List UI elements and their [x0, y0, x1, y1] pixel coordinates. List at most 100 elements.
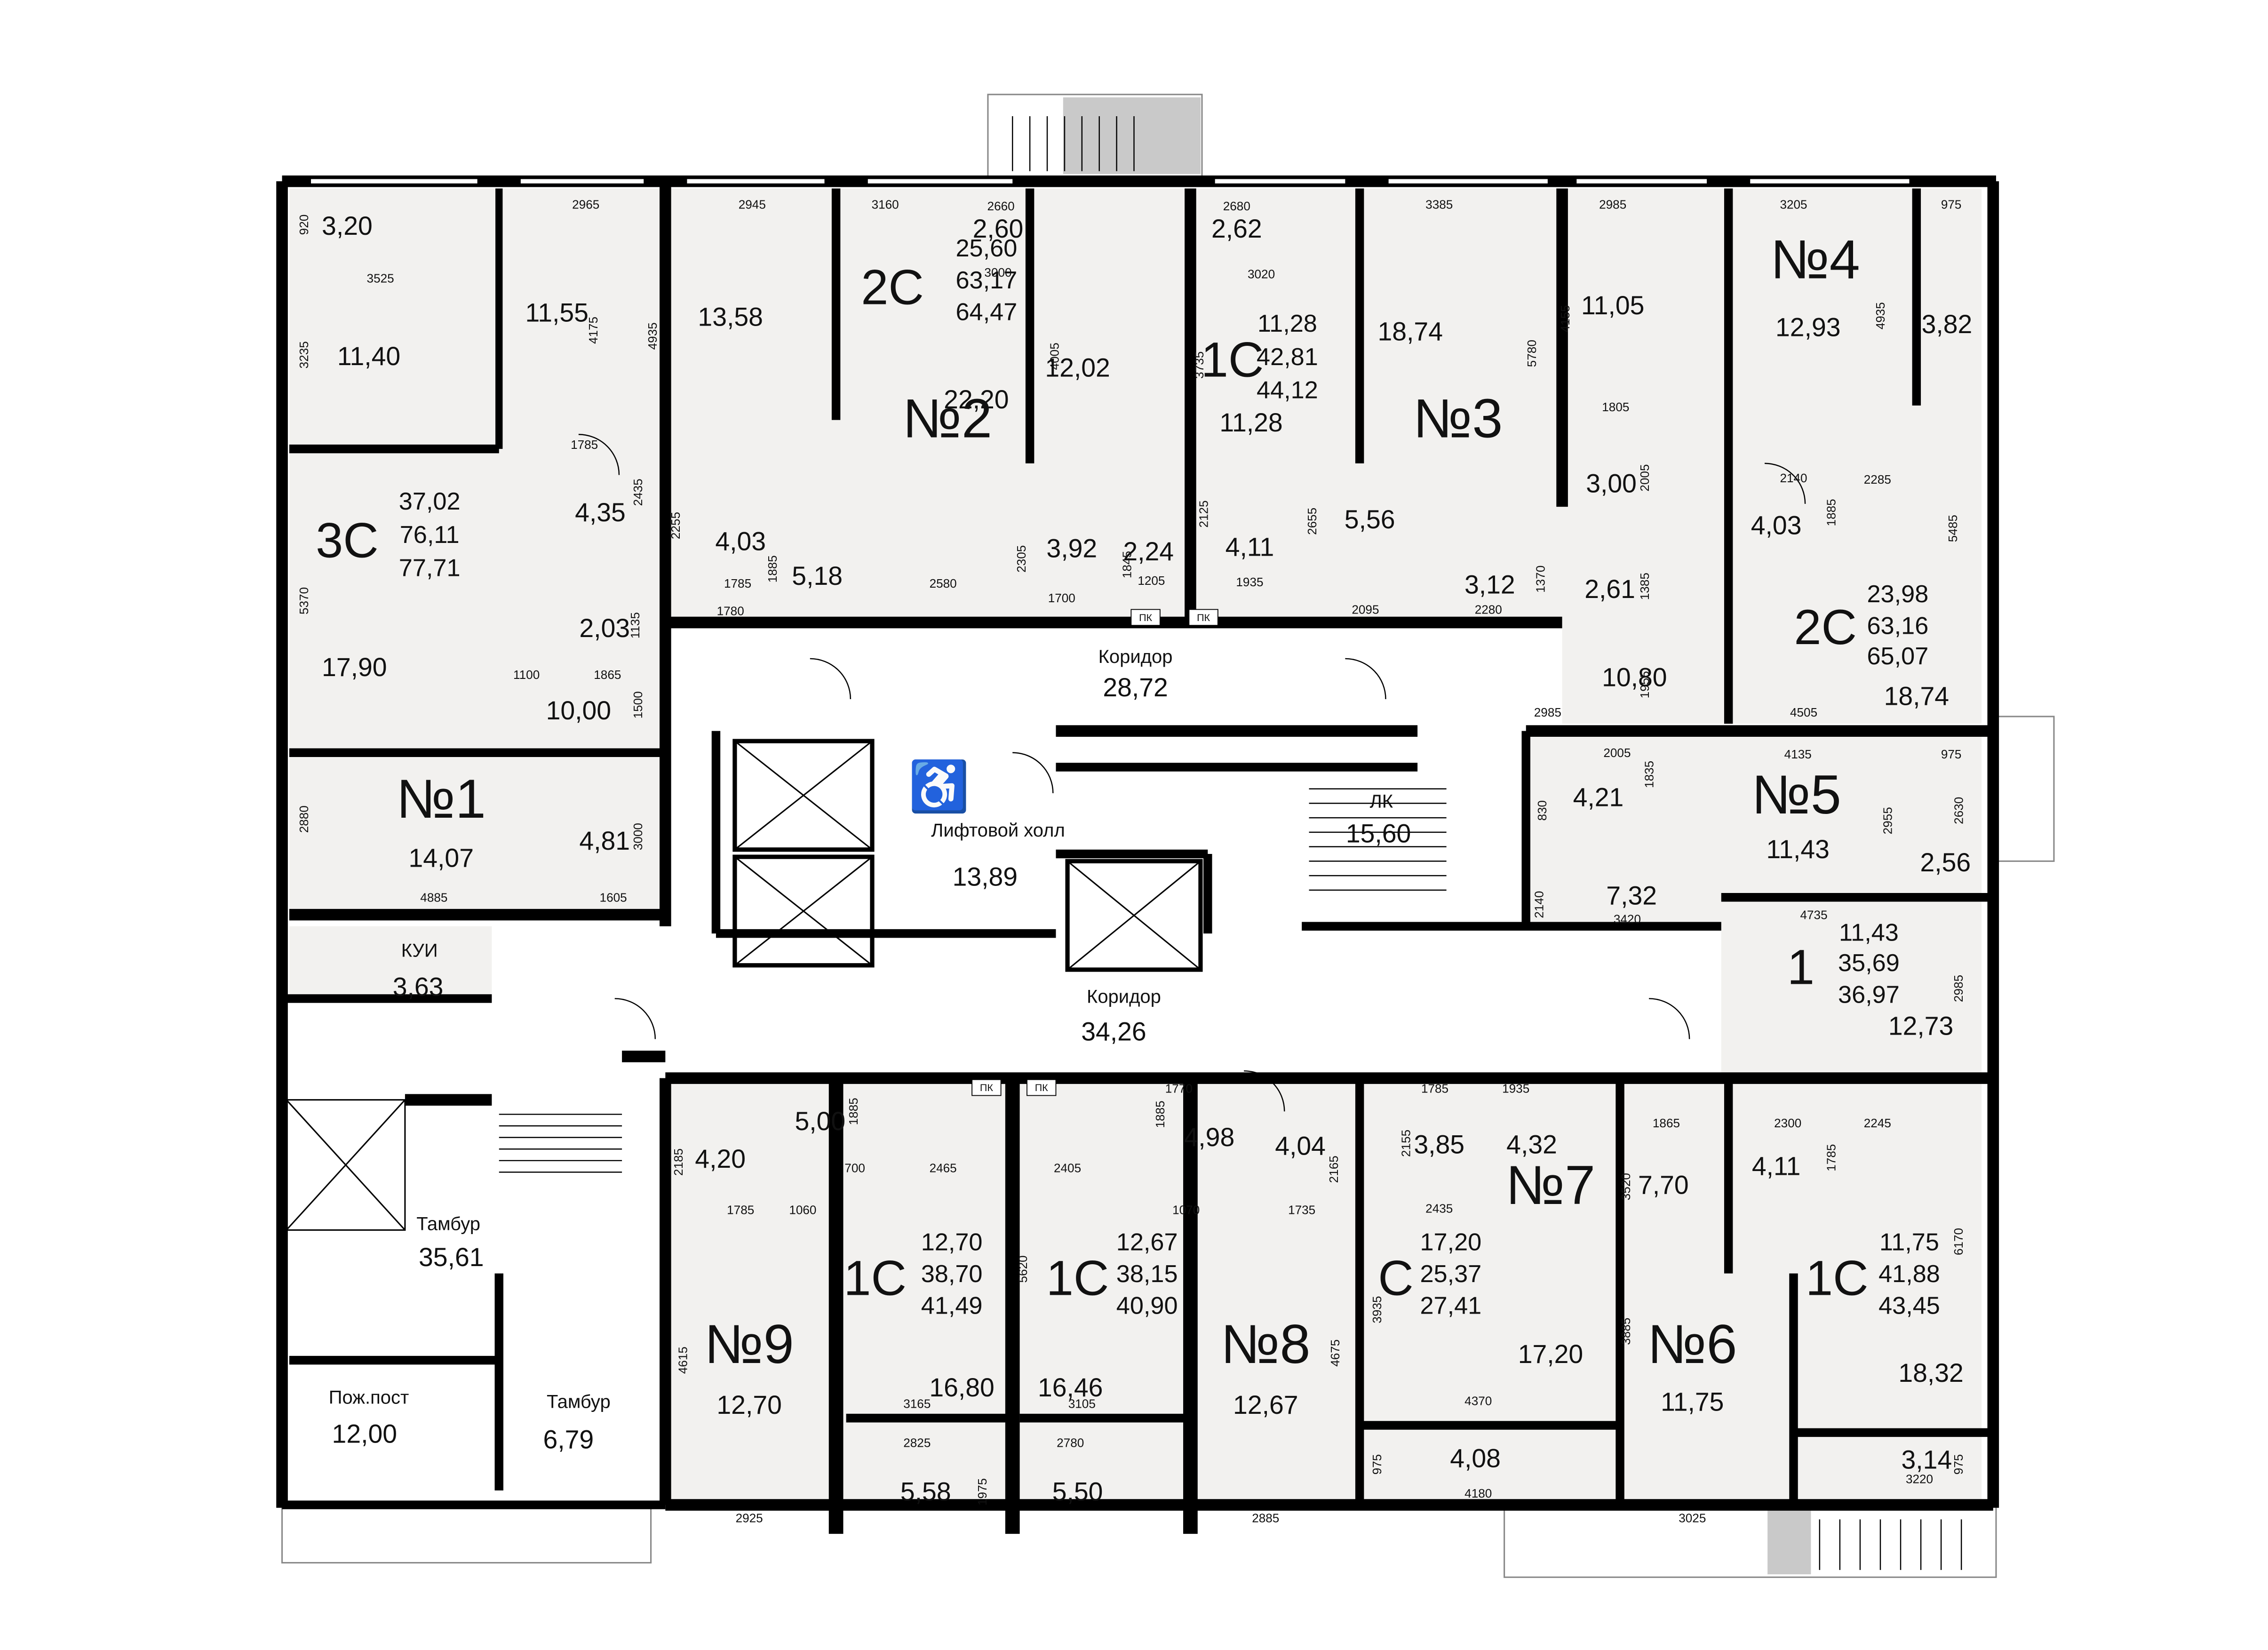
dimension-label: 3000 — [631, 823, 645, 850]
dimension-label: 2680 — [1223, 199, 1250, 213]
dimension-label: 4675 — [1328, 1339, 1342, 1367]
apartment-fill — [665, 188, 1562, 623]
dimension-label: 1865 — [594, 668, 621, 682]
dimension-label: 1935 — [1236, 575, 1263, 589]
door-swing-icon — [1345, 658, 1386, 700]
dimension-label: 2945 — [739, 198, 766, 212]
elevator-icon — [732, 739, 875, 852]
apartment-fill — [1562, 188, 1982, 724]
dimension-label: 5370 — [297, 587, 311, 614]
dimension-label: 2245 — [1864, 1116, 1891, 1130]
dimension-label: 2185 — [671, 1148, 685, 1176]
room-area: 7,32 — [1606, 881, 1657, 910]
shaft-label: ПК — [980, 1082, 993, 1093]
room-area: 5,56 — [1345, 505, 1395, 534]
total-area-with-balcony: 41,49 — [921, 1292, 983, 1320]
dimension-label: 1845 — [1120, 551, 1134, 578]
dimension-label: 2965 — [572, 198, 599, 212]
room-area: 5,50 — [1052, 1477, 1103, 1506]
room-area: 2,61 — [1584, 574, 1635, 604]
dimension-label: 2005 — [1603, 746, 1631, 760]
dimension-label: 2655 — [1305, 508, 1319, 535]
dimension-label: 2165 — [1327, 1156, 1341, 1183]
dimension-label: 920 — [297, 215, 311, 235]
room-area: 12,93 — [1775, 312, 1840, 342]
dimension-label: 2660 — [987, 199, 1015, 213]
dimension-label: 3000 — [984, 265, 1011, 279]
apartment-type: 1С — [1806, 1251, 1869, 1306]
dimension-label: 4005 — [1048, 343, 1062, 370]
dimension-label: 2925 — [736, 1511, 763, 1525]
room-area: 13,89 — [953, 862, 1018, 892]
room-area: 4,98 — [1184, 1123, 1235, 1152]
room-area: 3,14 — [1902, 1445, 1952, 1475]
dimension-label: 1785 — [571, 438, 598, 452]
dimension-label: 3165 — [903, 1397, 931, 1411]
living-area: 12,70 — [921, 1228, 983, 1256]
dimension-label: 3420 — [1614, 912, 1641, 926]
room-area: 22,20 — [944, 385, 1009, 414]
total-area-with-balcony: 77,71 — [399, 555, 461, 582]
dimension-label: 2880 — [297, 805, 311, 833]
dimension-label: 2095 — [1352, 603, 1379, 617]
dimension-label: 1385 — [1638, 573, 1652, 600]
room-area: 18,74 — [1884, 681, 1949, 710]
apartment-number: №2 — [903, 388, 992, 449]
room-area: 3,63 — [393, 972, 444, 1001]
apartment-fill — [289, 188, 666, 912]
room-area: 3,00 — [1586, 469, 1637, 498]
shaft-label: ПК — [1139, 612, 1152, 623]
door-swing-icon — [810, 658, 851, 700]
living-area: 11,28 — [1257, 310, 1317, 337]
dimension-label: 1835 — [1642, 761, 1656, 788]
elevator-icon — [1065, 859, 1203, 972]
dimension-label: 3020 — [1248, 267, 1275, 281]
total-area: 35,69 — [1838, 949, 1900, 977]
door-swing-icon — [614, 998, 656, 1039]
room-name: Пож.пост — [329, 1387, 409, 1408]
total-area-with-balcony: 40,90 — [1116, 1292, 1178, 1320]
dimension-label: 1955 — [1638, 671, 1652, 698]
total-area-with-balcony: 43,45 — [1878, 1292, 1940, 1320]
room-area: 7,70 — [1638, 1171, 1689, 1200]
room-area: 12,02 — [1045, 353, 1110, 382]
dimension-label: 1975 — [975, 1478, 989, 1506]
room-area: 13,58 — [698, 303, 763, 332]
dimension-label: 2955 — [1881, 807, 1895, 834]
room-name: Тамбур — [547, 1392, 611, 1412]
room-area: 4,08 — [1450, 1444, 1501, 1473]
total-area: 25,37 — [1420, 1260, 1481, 1288]
room-area: 4,11 — [1226, 533, 1274, 562]
room-area: 3,82 — [1922, 310, 1973, 339]
room-area: 34,26 — [1081, 1017, 1146, 1046]
apartment-type: 1С — [1201, 332, 1264, 387]
living-area: 12,67 — [1116, 1228, 1178, 1256]
room-area: 2,62 — [1211, 214, 1262, 243]
dimension-label: 3160 — [872, 198, 899, 212]
dimension-label: 2435 — [1425, 1201, 1453, 1215]
total-area: 38,70 — [921, 1260, 983, 1288]
apartment-type: 1 — [1787, 940, 1814, 995]
total-area: 41,88 — [1878, 1260, 1940, 1288]
dimension-label: 975 — [1941, 747, 1962, 761]
dimension-label: 2780 — [1057, 1436, 1084, 1450]
door-swing-icon — [1244, 1070, 1285, 1112]
room-area: 5,58 — [900, 1477, 951, 1506]
fixtures — [286, 116, 1962, 1570]
dimension-label: 1100 — [513, 668, 540, 682]
dimension-label: 1805 — [1602, 400, 1629, 414]
door-swing-icon — [1649, 998, 1690, 1039]
total-area-with-balcony: 27,41 — [1420, 1292, 1481, 1320]
room-area: 4,32 — [1506, 1130, 1557, 1159]
room-area: 5,00 — [795, 1107, 845, 1136]
elevator-cross — [1067, 861, 1201, 971]
dimension-label: 6170 — [1951, 1228, 1966, 1255]
room-area: 12,00 — [332, 1419, 397, 1448]
dimension-label: 1785 — [727, 1203, 754, 1217]
dimension-label: 1060 — [789, 1203, 816, 1217]
balcony-shade — [1063, 97, 1201, 174]
dimension-label: 3385 — [1425, 198, 1453, 212]
room-area: 18,32 — [1898, 1358, 1963, 1387]
